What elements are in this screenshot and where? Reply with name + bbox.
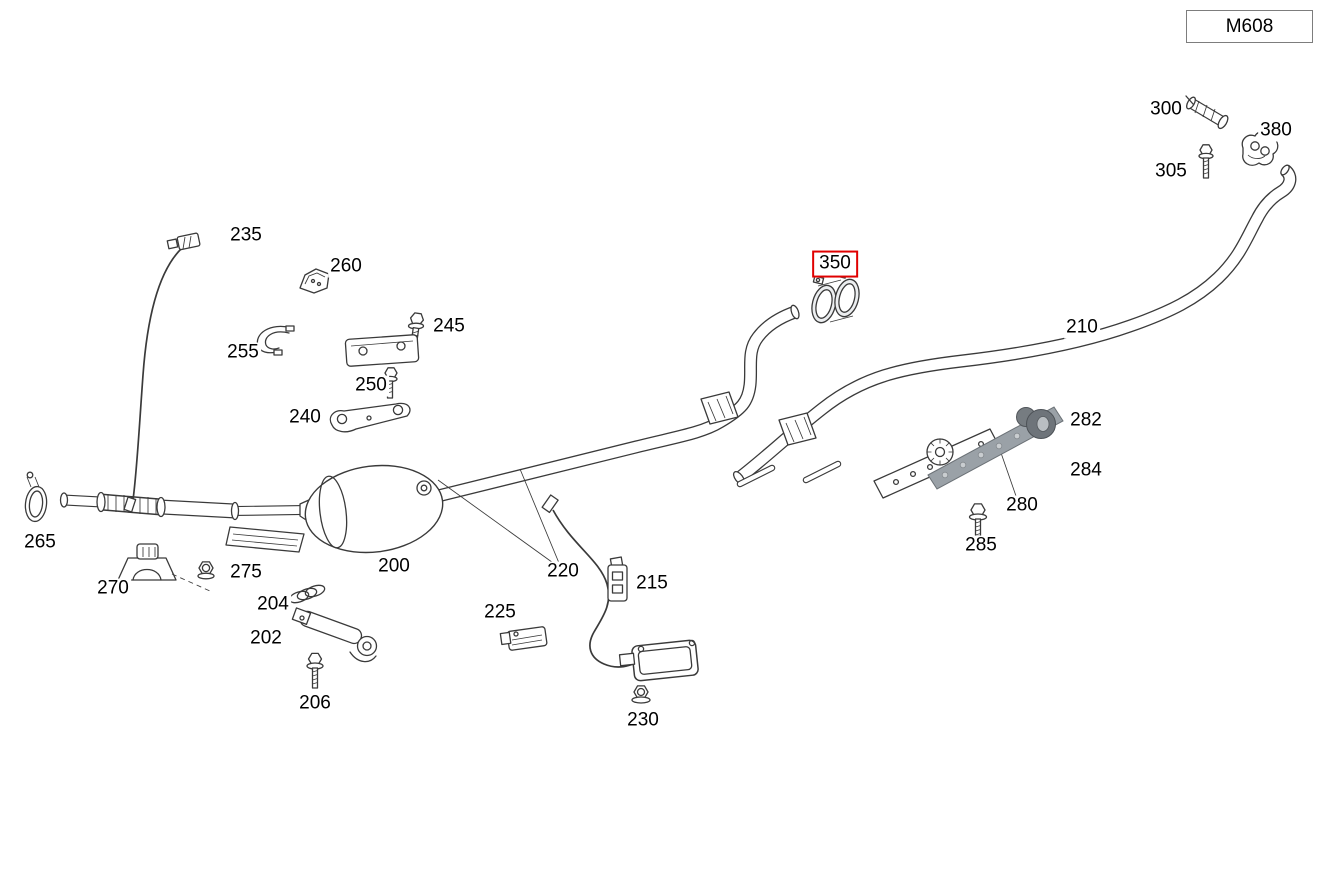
part-label-215[interactable]: 215 (634, 572, 670, 595)
part-255-clamp-art (256, 325, 295, 356)
part-label-225[interactable]: 225 (482, 601, 518, 624)
drawing-code-box: M608 (1186, 10, 1313, 43)
part-220-sensor-cable-art (541, 494, 641, 668)
part-230-module-art (618, 639, 699, 704)
part-282-rubber-mount-art (1016, 407, 1056, 439)
part-225-clamp-art (499, 626, 548, 651)
part-206-bolt-art (306, 652, 324, 689)
front-pipe-art (59, 491, 305, 553)
part-label-220[interactable]: 220 (545, 560, 581, 583)
part-305-bolt-art (1198, 144, 1214, 179)
part-label-275[interactable]: 275 (228, 561, 264, 584)
part-270-hanger-art (117, 543, 211, 592)
part-label-230[interactable]: 230 (625, 709, 661, 732)
part-label-245[interactable]: 245 (431, 315, 467, 338)
part-300-tailpipe-tip-art (1185, 95, 1229, 130)
part-label-265[interactable]: 265 (22, 531, 58, 554)
part-235-oxygen-sensor-art (123, 232, 201, 513)
part-label-250[interactable]: 250 (353, 374, 389, 397)
part-275-nut-art (197, 561, 215, 580)
part-label-204[interactable]: 204 (255, 593, 291, 616)
part-210-rear-pipe-art (732, 164, 1297, 485)
part-label-305[interactable]: 305 (1153, 160, 1189, 183)
part-260-bracket-art (299, 268, 330, 294)
pipe-hanger-brackets-art (700, 391, 842, 488)
part-label-280[interactable]: 280 (1004, 494, 1040, 517)
mid-pipe-art (436, 304, 800, 503)
mount-bracket-art (344, 334, 420, 367)
part-240-plate-art (329, 402, 411, 433)
part-label-300[interactable]: 300 (1148, 98, 1184, 121)
part-label-284[interactable]: 284 (1068, 459, 1104, 482)
part-202-lever-art (291, 607, 378, 663)
part-label-255[interactable]: 255 (225, 341, 261, 364)
part-label-380[interactable]: 380 (1258, 119, 1294, 142)
part-label-282[interactable]: 282 (1068, 409, 1104, 432)
part-label-235[interactable]: 235 (228, 224, 264, 247)
part-350-double-clamp-art (811, 269, 860, 324)
part-204-spring-art (288, 584, 326, 604)
part-200-muffler-art (299, 464, 444, 554)
part-265-clamp-art (24, 471, 48, 523)
part-label-260[interactable]: 260 (328, 255, 364, 278)
part-label-240[interactable]: 240 (287, 406, 323, 429)
part-label-200[interactable]: 200 (376, 555, 412, 578)
part-label-270[interactable]: 270 (95, 577, 131, 600)
part-label-206[interactable]: 206 (297, 692, 333, 715)
leader-lines-220 (437, 468, 560, 566)
part-label-350[interactable]: 350 (812, 250, 858, 278)
part-label-285[interactable]: 285 (963, 534, 999, 557)
part-label-202[interactable]: 202 (248, 627, 284, 650)
part-label-210[interactable]: 210 (1064, 316, 1100, 339)
part-285-bolt-art (968, 503, 988, 537)
bracket-knob-art (926, 438, 954, 466)
part-215-bracket-art (607, 556, 628, 602)
drawing-code: M608 (1225, 15, 1274, 37)
